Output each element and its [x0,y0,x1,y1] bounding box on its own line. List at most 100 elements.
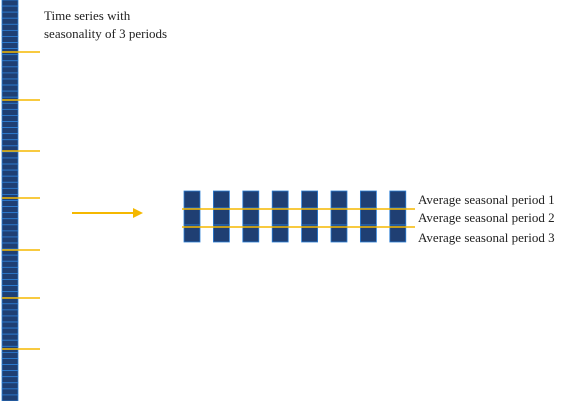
time-series-cell [1,121,19,128]
seasonal-column [183,190,201,243]
time-series-cell [1,388,19,396]
time-series-cell [1,42,19,50]
time-series-cell [1,175,19,183]
time-series-cell [1,351,19,359]
seasonal-cell [359,190,377,209]
legend-average-seasonal-period-3: Average seasonal period 3 [418,230,555,245]
seasonal-cell [212,224,230,243]
seasonal-cell [242,190,260,209]
seasonal-cell [330,224,348,243]
time-series-cell [1,358,19,365]
seasonal-cell [389,207,407,226]
time-series-cell [1,181,19,189]
time-series-cell [1,29,19,37]
seasonal-cell [330,190,348,209]
time-series-cell [1,0,19,7]
time-series-cell [1,157,19,165]
time-series-cell [1,169,19,177]
time-series-cell [1,266,19,274]
time-series-cell [1,279,19,286]
time-series-cell [1,66,19,74]
seasonal-cell [183,207,201,226]
time-series-cell [1,218,19,226]
time-series-cell [1,333,19,341]
time-series-cell [1,187,19,195]
time-series-cell [1,127,19,135]
diagram-title-line-1: Time series with [44,8,131,23]
seasonal-column [242,190,260,243]
time-series-cell [1,230,19,238]
time-series-cell [1,78,19,86]
time-series-cell [1,254,19,262]
seasonal-column [330,190,348,243]
time-series-cell [1,242,19,250]
time-series-cell [1,327,19,335]
time-series-cell [1,315,19,323]
time-series-cell [1,236,19,244]
time-series-cell [1,17,19,25]
time-series-cell [1,382,19,390]
time-series-cell [1,321,19,329]
time-series-cell [1,200,19,207]
seasonal-cell [301,224,319,243]
legend-average-seasonal-period-1: Average seasonal period 1 [418,192,555,207]
seasonal-cell [212,207,230,226]
seasonal-cell [359,224,377,243]
seasonal-column [301,190,319,243]
seasonal-cell [271,207,289,226]
time-series-cell [1,370,19,378]
seasonal-column [271,190,289,243]
time-series-cell [1,206,19,214]
seasonal-cell [389,224,407,243]
time-series-cell [1,36,19,43]
time-series-cell [1,5,19,13]
time-series-cell [1,84,19,92]
time-series-cell [1,23,19,31]
time-series-cell [1,139,19,147]
time-series-cell [1,285,19,293]
seasonal-cell [183,190,201,209]
time-series-bar [1,0,19,401]
seasonal-cell [242,224,260,243]
seasonal-period-lines [182,208,415,228]
time-series-cell [1,376,19,384]
seasonal-cell [242,207,260,226]
seasonal-cell [330,207,348,226]
time-series-cell [1,108,19,116]
time-series-cell [1,309,19,317]
time-series-cell [1,212,19,220]
time-series-cell [1,339,19,347]
time-series-cell [1,364,19,372]
seasonal-cell [301,190,319,209]
time-series-cell [1,163,19,171]
seasonal-cell [389,190,407,209]
seasonal-periods-grid [183,190,407,243]
time-series-cell [1,102,19,110]
time-series-cell [1,394,19,401]
seasonal-column [389,190,407,243]
time-series-cell [1,133,19,141]
arrow-head [133,208,143,218]
seasonal-column [212,190,230,243]
seasonal-column [359,190,377,243]
time-series-cell [1,60,19,68]
time-series-cell [1,260,19,268]
transform-arrow [72,208,143,218]
legend-average-seasonal-period-2: Average seasonal period 2 [418,210,555,225]
time-series-cell [1,303,19,311]
seasonal-cell [271,224,289,243]
seasonal-cell [212,190,230,209]
diagram-title-line-2: seasonality of 3 periods [44,26,168,41]
time-series-cell [1,151,19,159]
seasonal-cell [301,207,319,226]
time-series-cell [1,115,19,122]
time-series-cell [1,273,19,280]
seasonal-cell [359,207,377,226]
time-series-cell [1,54,19,62]
time-series-cell [1,11,19,19]
time-series-cell [1,90,19,98]
time-series-cell [1,224,19,232]
time-series-ticks [2,51,40,350]
time-series-cell [1,72,19,80]
